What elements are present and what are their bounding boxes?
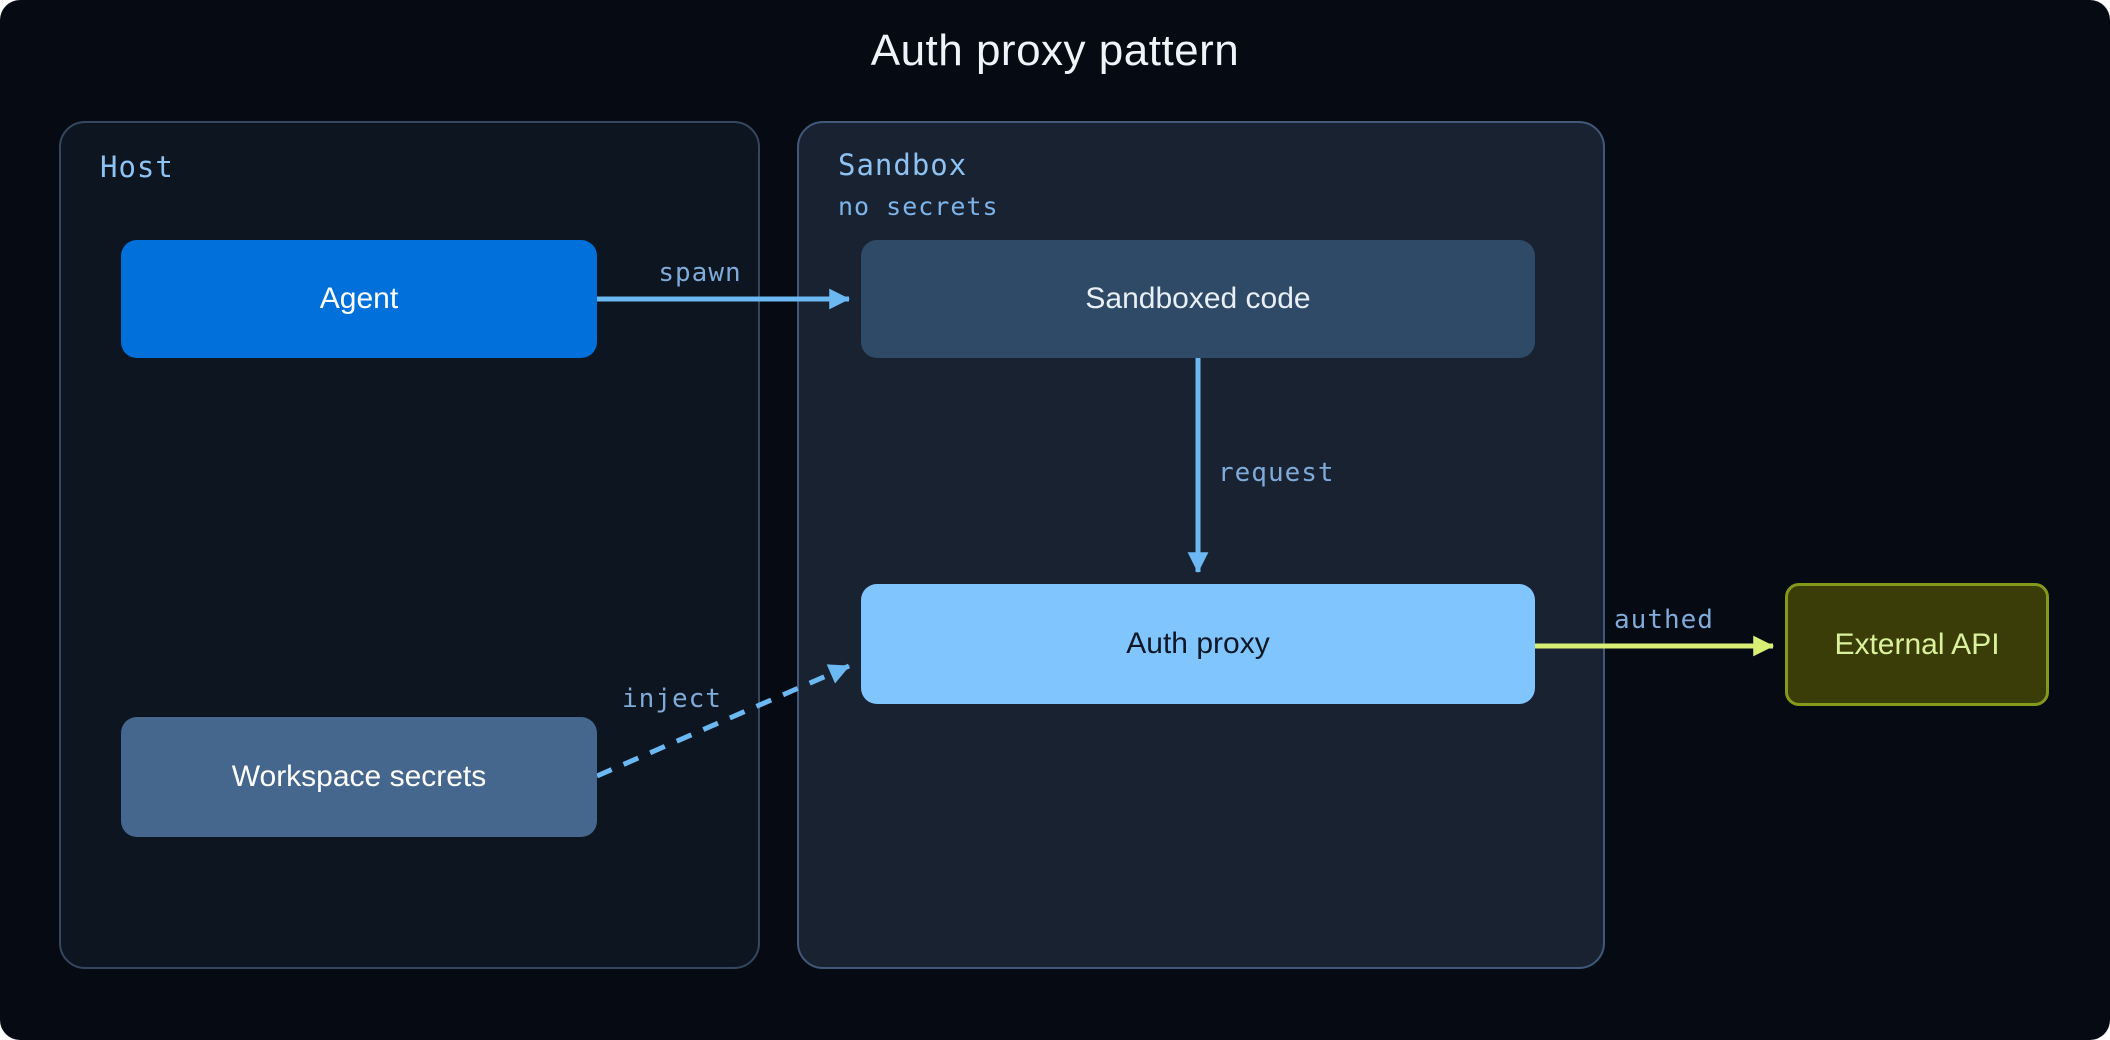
workspace-secrets-node-label: Workspace secrets — [231, 760, 487, 793]
diagram-title: Auth proxy pattern — [870, 26, 1240, 75]
sandboxed-code-node-label: Sandboxed code — [1085, 282, 1311, 315]
sandbox-container-label: Sandbox — [838, 148, 968, 182]
edge-label-spawn: spawn — [658, 258, 742, 288]
sandboxed-code-node: Sandboxed code — [861, 240, 1535, 358]
sandbox-container-sublabel: no secrets — [838, 192, 999, 221]
auth-proxy-node: Auth proxy — [861, 584, 1535, 704]
edge-label-inject: inject — [622, 684, 722, 714]
edge-label-request: request — [1218, 458, 1335, 488]
external-api-node: External API — [1785, 583, 2049, 706]
edge-label-authed: authed — [1614, 605, 1714, 635]
agent-node: Agent — [121, 240, 597, 358]
host-container-label: Host — [100, 150, 174, 184]
auth-proxy-node-label: Auth proxy — [1126, 627, 1270, 660]
agent-node-label: Agent — [319, 282, 399, 315]
external-api-node-label: External API — [1834, 627, 2000, 661]
workspace-secrets-node: Workspace secrets — [121, 717, 597, 837]
